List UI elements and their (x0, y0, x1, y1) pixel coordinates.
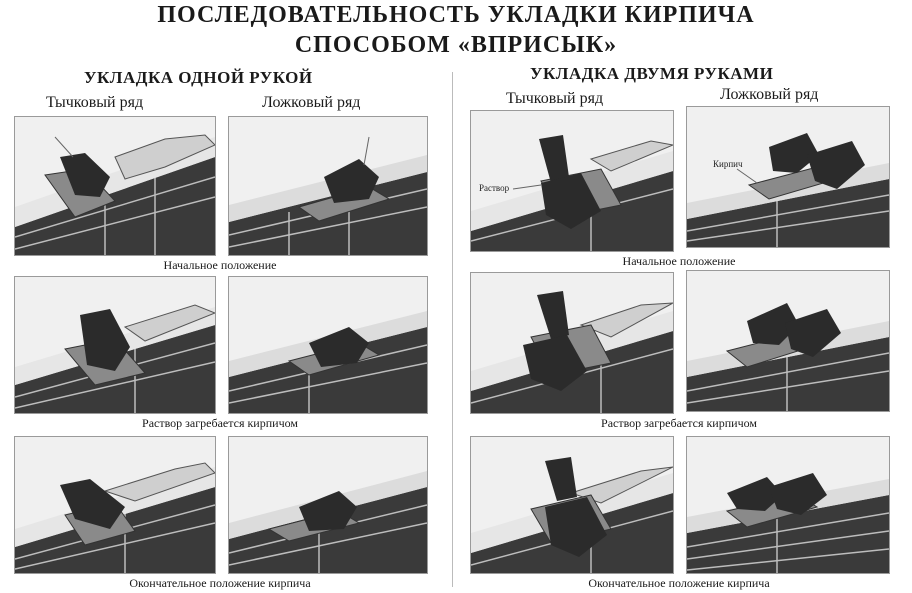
panel-one-hand-stretcher-step3 (228, 436, 428, 574)
panel-two-hands-header-step3 (470, 436, 674, 574)
section-divider (452, 72, 453, 587)
panel-two-hands-stretcher-step2 (686, 270, 890, 412)
panel-one-hand-header-step2 (14, 276, 216, 414)
section-heading-one-hand: УКЛАДКА ОДНОЙ РУКОЙ (84, 68, 313, 88)
column-header-one-hand-stretcher-row: Ложковый ряд (262, 94, 360, 112)
illustration (15, 277, 215, 413)
illustration: Кирпич (687, 107, 889, 247)
illustration (471, 437, 673, 573)
brick-label: Кирпич (713, 159, 743, 169)
section-heading-two-hands: УКЛАДКА ДВУМЯ РУКАМИ (530, 64, 773, 84)
illustration: Раствор (471, 111, 673, 251)
caption-two-hands-step2: Раствор загребается кирпичом (470, 416, 888, 431)
main-title-line-1: ПОСЛЕДОВАТЕЛЬНОСТЬ УКЛАДКИ КИРПИЧА (0, 2, 912, 29)
panel-one-hand-header-step3 (14, 436, 216, 574)
panel-one-hand-stretcher-step1 (228, 116, 428, 256)
panel-two-hands-header-step2 (470, 272, 674, 414)
column-header-one-hand-header-row: Тычковый ряд (46, 94, 143, 112)
mortar-label: Раствор (479, 183, 510, 193)
panel-one-hand-stretcher-step2 (228, 276, 428, 414)
caption-one-hand-step1: Начальное положение (14, 258, 426, 273)
illustration (471, 273, 673, 413)
illustration (229, 277, 427, 413)
panel-two-hands-stretcher-step3 (686, 436, 890, 574)
illustration (15, 437, 215, 573)
illustration (687, 437, 889, 573)
caption-one-hand-step3: Окончательное положение кирпича (14, 576, 426, 591)
caption-two-hands-step3: Окончательное положение кирпича (470, 576, 888, 591)
illustration (229, 437, 427, 573)
caption-two-hands-step1: Начальное положение (470, 254, 888, 269)
panel-two-hands-stretcher-step1: Кирпич (686, 106, 890, 248)
column-header-two-hands-stretcher-row: Ложковый ряд (720, 86, 818, 104)
illustration (229, 117, 427, 255)
column-header-two-hands-header-row: Тычковый ряд (506, 90, 603, 108)
panel-two-hands-header-step1: Раствор (470, 110, 674, 252)
panel-one-hand-header-step1 (14, 116, 216, 256)
caption-one-hand-step2: Раствор загребается кирпичом (14, 416, 426, 431)
main-title-line-2: СПОСОБОМ «ВПРИСЫК» (0, 32, 912, 59)
illustration (687, 271, 889, 411)
illustration (15, 117, 215, 255)
